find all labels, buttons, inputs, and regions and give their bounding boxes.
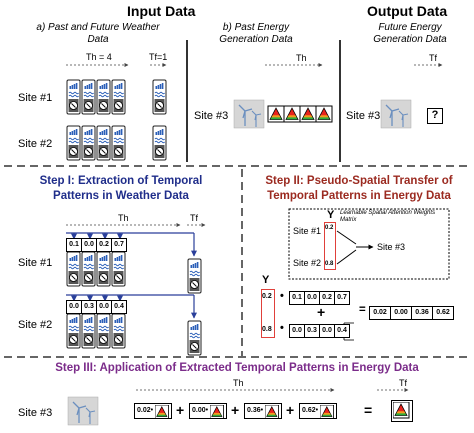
result-cell: 0.36 bbox=[411, 306, 433, 320]
value-cell: 0.4 bbox=[334, 324, 350, 338]
plus-operator: + bbox=[317, 304, 326, 320]
value-cell: 0.2 bbox=[96, 238, 112, 252]
weather-icon-row-site2 bbox=[66, 125, 167, 161]
coef-value: 0.02• bbox=[137, 407, 154, 414]
value-cell: 0.2 bbox=[319, 291, 335, 305]
y-label: Y bbox=[262, 274, 270, 286]
coef-term: 0.02• bbox=[134, 403, 173, 419]
value-cell: 0.4 bbox=[111, 300, 127, 314]
site2-label-step1: Site #2 bbox=[18, 319, 53, 331]
energy-tf-label: Tf bbox=[429, 53, 437, 63]
attention-matrix-box bbox=[288, 208, 450, 280]
step1-attention-arrows-site2 bbox=[66, 294, 197, 319]
dot-operator: • bbox=[280, 290, 284, 302]
energy-triangle-icon bbox=[320, 404, 335, 418]
value-cell: 0.0 bbox=[319, 324, 335, 338]
attention-weight-2: 0.8 bbox=[325, 261, 334, 267]
y-weight-2: 0.8 bbox=[262, 326, 272, 333]
step2-title-line1: Step II: Pseudo-Spatial Transfer of bbox=[265, 175, 453, 187]
step1-site2-values: 0.0 0.3 0.0 0.4 bbox=[66, 300, 127, 314]
wind-turbine-icon bbox=[380, 99, 412, 129]
coef-term: 0.00• bbox=[189, 403, 228, 419]
attention-site3-label: Site #3 bbox=[377, 242, 406, 252]
step1-tf-label: Tf bbox=[190, 213, 198, 223]
weather-data-label: a) Past and Future Weather Data bbox=[36, 22, 160, 45]
site3-label-input: Site #3 bbox=[194, 110, 229, 122]
attention-matrix-label: Learnable Spatial Attention Weights Matr… bbox=[340, 210, 436, 223]
step2-result-values: 0.02 0.00 0.36 0.62 bbox=[369, 306, 454, 320]
th-4-label: Th = 4 bbox=[86, 52, 112, 62]
value-cell: 0.0 bbox=[81, 238, 97, 252]
step1-title-line1: Step I: Extraction of Temporal bbox=[39, 175, 203, 187]
value-cell: 0.0 bbox=[96, 300, 112, 314]
dot-operator: • bbox=[280, 322, 284, 334]
y-weight-1: 0.2 bbox=[262, 293, 272, 300]
step3-title: Step III: Application of Extracted Tempo… bbox=[55, 362, 419, 374]
value-cell: 0.7 bbox=[334, 291, 350, 305]
value-cell: 0.3 bbox=[304, 324, 320, 338]
result-cell: 0.62 bbox=[432, 306, 454, 320]
result-cell: 0.02 bbox=[369, 306, 391, 320]
step2-title-line2: Temporal Patterns in Energy Data bbox=[267, 190, 451, 202]
step1-site1-values: 0.1 0.0 0.2 0.7 bbox=[66, 238, 127, 252]
plus-operator: + bbox=[286, 402, 295, 418]
coef-value: 0.00• bbox=[192, 407, 209, 414]
value-cell: 0.7 bbox=[111, 238, 127, 252]
result-output-box bbox=[391, 400, 413, 422]
site3-label-step3: Site #3 bbox=[18, 407, 53, 419]
equals-operator: = bbox=[364, 402, 373, 418]
attention-site1-label: Site #1 bbox=[293, 226, 322, 236]
step1-title-line2: Patterns in Weather Data bbox=[53, 190, 189, 202]
attention-site2-label: Site #2 bbox=[293, 258, 322, 268]
site1-to-site3-line bbox=[336, 230, 357, 245]
coef-value: 0.36• bbox=[247, 407, 264, 414]
energy-triangle-icon bbox=[210, 404, 225, 418]
attention-y-label: Y bbox=[327, 209, 335, 221]
value-cell: 0.3 bbox=[81, 300, 97, 314]
value-cell: 0.0 bbox=[289, 324, 305, 338]
step3-th-label: Th bbox=[233, 378, 244, 388]
value-cell: 0.1 bbox=[66, 238, 82, 252]
energy-triangle-icon bbox=[393, 402, 410, 419]
site1-label-step1: Site #1 bbox=[18, 257, 53, 269]
y-weights-box: 0.2 0.8 bbox=[261, 289, 275, 338]
plus-operator: + bbox=[231, 402, 240, 418]
step3-tf-label: Tf bbox=[399, 378, 407, 388]
attention-weight-1: 0.2 bbox=[325, 225, 334, 231]
coef-value: 0.62• bbox=[302, 407, 319, 414]
step1-th-label: Th bbox=[118, 213, 129, 223]
weather-icon-row-step1-site1 bbox=[66, 251, 202, 294]
result-cell: 0.00 bbox=[390, 306, 412, 320]
energy-th-label: Th bbox=[296, 53, 307, 63]
energy-triangle-icon bbox=[265, 404, 280, 418]
unknown-output-box: ? bbox=[427, 108, 443, 124]
step2-v1-values: 0.1 0.0 0.2 0.7 bbox=[289, 291, 350, 305]
site2-label-top: Site #2 bbox=[18, 138, 53, 150]
plus-operator: + bbox=[176, 402, 185, 418]
value-cell: 0.0 bbox=[304, 291, 320, 305]
coef-term: 0.62• bbox=[299, 403, 338, 419]
value-cell: 0.0 bbox=[66, 300, 82, 314]
wind-turbine-icon bbox=[67, 396, 99, 426]
attention-weight-box: 0.2 0.8 bbox=[324, 222, 336, 270]
site3-label-output: Site #3 bbox=[346, 110, 381, 122]
weather-icon-row-step1-site2 bbox=[66, 313, 202, 356]
coef-term: 0.36• bbox=[244, 403, 283, 419]
step2-v2-values: 0.0 0.3 0.0 0.4 bbox=[289, 324, 350, 338]
input-data-header: Input Data bbox=[127, 3, 196, 19]
site1-label-top: Site #1 bbox=[18, 92, 53, 104]
wind-turbine-icon bbox=[233, 99, 265, 129]
site2-to-site3-line bbox=[336, 249, 357, 265]
output-data-header: Output Data bbox=[367, 3, 448, 19]
energy-triangle-icon bbox=[155, 404, 170, 418]
tf-1-label: Tf=1 bbox=[149, 52, 168, 62]
weather-icon-row-site1 bbox=[66, 79, 167, 115]
equals-operator: = bbox=[359, 304, 366, 316]
past-energy-label: b) Past Energy Generation Data bbox=[219, 22, 293, 45]
future-energy-label: Future Energy Generation Data bbox=[373, 22, 447, 45]
energy-triangle-icon-row bbox=[267, 105, 333, 123]
value-cell: 0.1 bbox=[289, 291, 305, 305]
